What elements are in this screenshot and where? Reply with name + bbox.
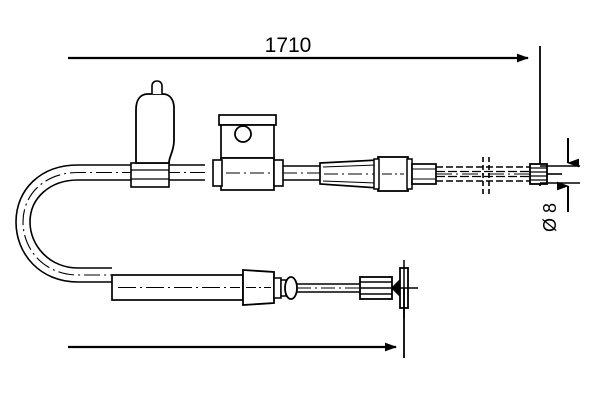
boot-nipple [151,80,163,94]
overall-length-dimension: 1710 [68,34,541,186]
cable-bend-centerline [22,171,138,276]
cable-diameter-dimension: Ø 8 [540,138,580,232]
bracket-lower-barrel [220,157,275,191]
upper-cable-assembly [15,80,562,283]
taper-inner-bottom [322,180,377,184]
dimension-label-diameter: Ø 8 [540,203,560,232]
bracket-flange-left [212,159,223,187]
bracket-flange-right [273,159,284,187]
taper-inner-top [322,164,377,168]
cable-bend-outer-top [15,164,138,283]
dimension-label-1710: 1710 [265,34,312,57]
lower-length-dimension [68,288,405,358]
barrel-flange-left [373,158,380,190]
lower-barrel-adjuster [242,269,275,306]
boot-base-collar [130,162,170,188]
spring-collar-bulb [284,276,298,300]
rubber-boot-body [135,93,175,164]
spring-collar-1 [273,277,282,299]
bracket-mounting-hole [234,125,252,143]
step-ferrule [411,163,437,185]
cable-bend-outer-bottom [29,179,138,269]
right-end-fitting [529,163,548,185]
bracket-top-plate [218,114,277,126]
